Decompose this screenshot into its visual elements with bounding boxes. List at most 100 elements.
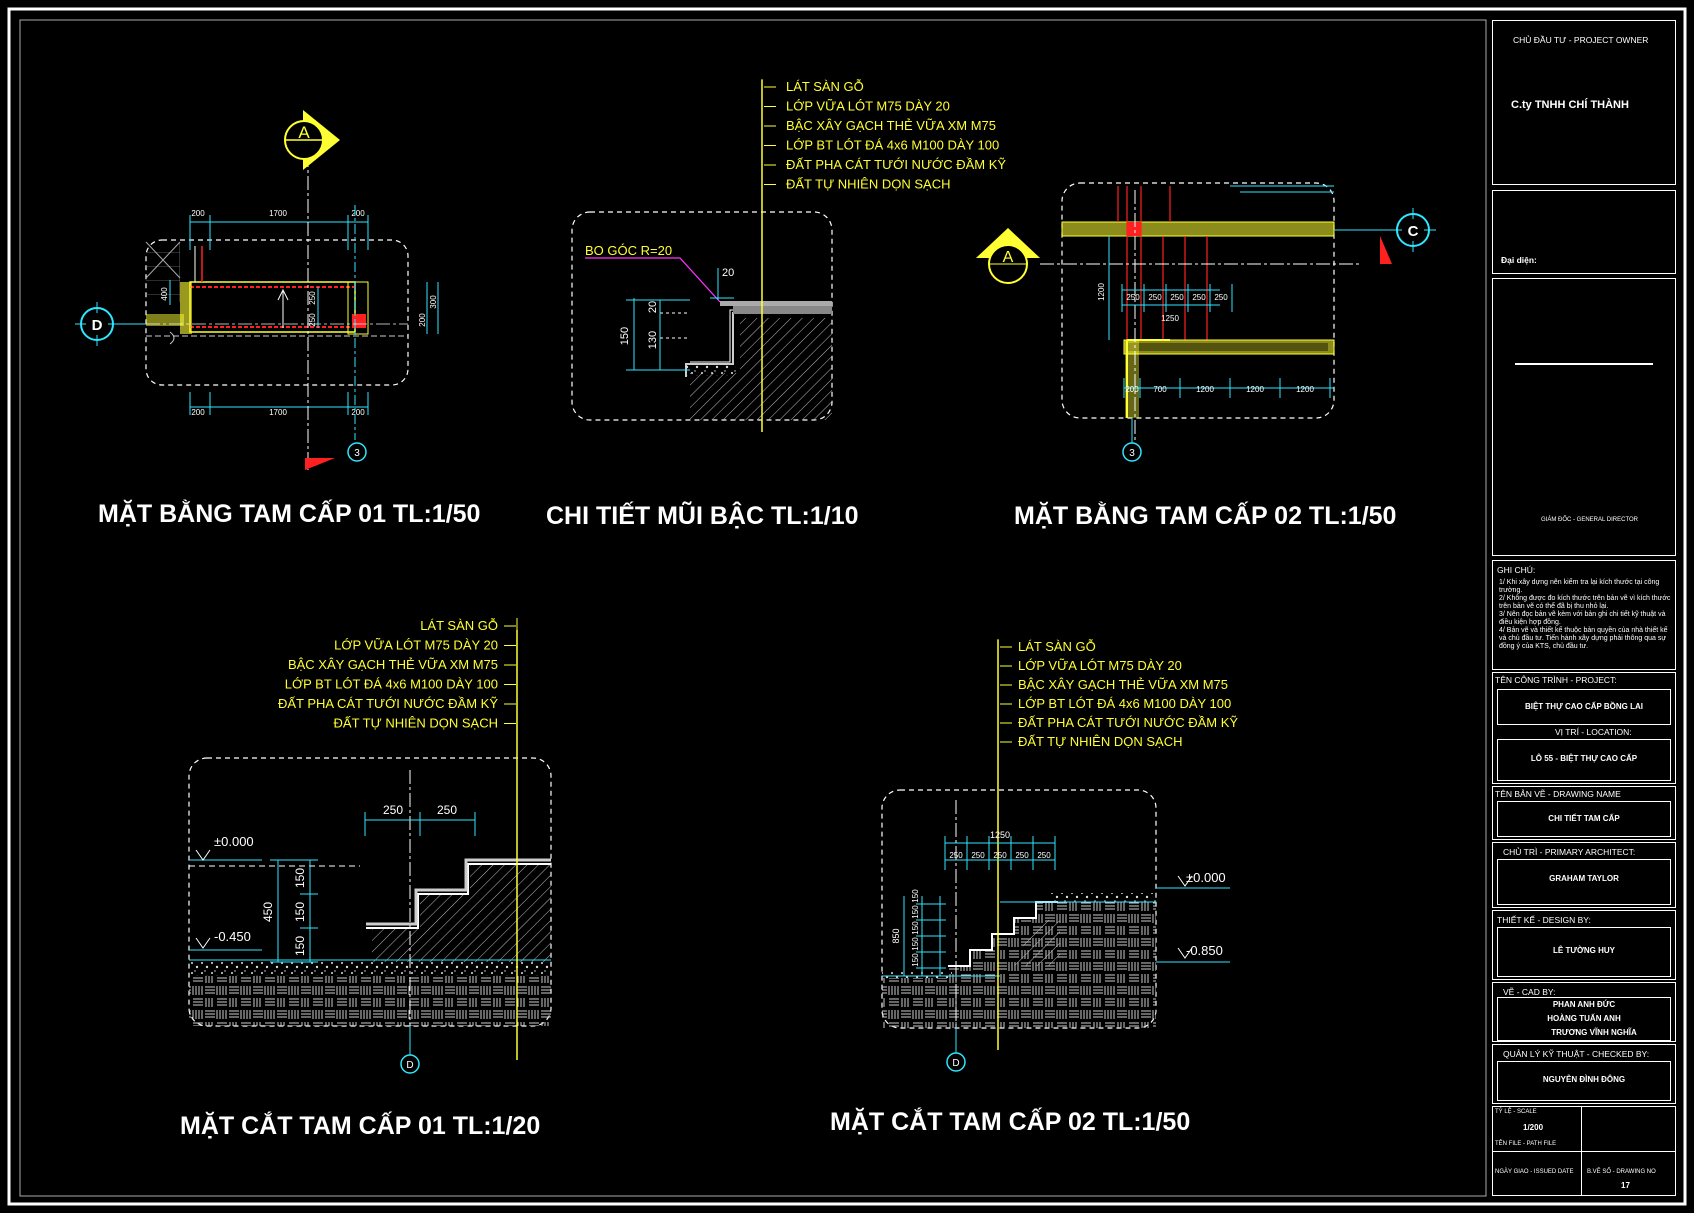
note-item-3: 4/ Bản vẽ và thiết kế thuộc bản quyền củ…: [1499, 627, 1668, 650]
s02-riser-3: 150: [911, 905, 920, 919]
checked-box: QUẢN LÝ KỸ THUẬT - CHECKED BY: NGUYỄN ĐÌ…: [1492, 1044, 1676, 1104]
layer-label-1: LỚP VỮA LÓT M75 DÀY 20: [1018, 658, 1182, 673]
dim-left-400: 400: [160, 287, 169, 301]
grid-marker-3-icon: 3: [347, 442, 367, 462]
detail-layer-list: LÁT SÀN GỖ LỚP VỮA LÓT M75 DÀY 20 BẬC XÂY …: [761, 79, 1006, 192]
marker-c-label: C: [1408, 223, 1419, 240]
project-field: BIỆT THỰ CAO CẤP BỒNG LAI: [1497, 689, 1671, 725]
layer-label-5: ĐẤT TỰ NHIÊN DỌN SẠCH: [334, 716, 498, 731]
location-label: VỊ TRÍ - LOCATION:: [1555, 727, 1632, 737]
s02-riser-2: 150: [911, 921, 920, 935]
grid-marker-d2-icon: D: [400, 1026, 420, 1074]
plan02-dim-1: 250: [1148, 293, 1162, 302]
checked-field: NGUYỄN ĐÌNH ĐÔNG: [1497, 1061, 1671, 1101]
cad-name-2: HOÀNG TUẤN ANH: [1547, 1014, 1621, 1023]
layer-label-3: LỚP BT LÓT ĐÁ 4x6 M100 DÀY 100: [285, 677, 498, 692]
owner-name: C.ty TNHH CHÍ THÀNH: [1511, 99, 1629, 111]
level-bottom: -0.450: [214, 929, 251, 944]
dim-1250: 1250: [1161, 314, 1179, 323]
layer-label-4: ĐẤT PHA CÁT TƯỚI NƯỚC ĐẦM KỸ: [278, 696, 498, 711]
note-item-1: 2/ Không được đo kích thước trên bản vẽ …: [1499, 595, 1671, 610]
scale-box: TỶ LỆ - SCALE 1/200 TÊN FILE - PATH FILE…: [1492, 1106, 1676, 1196]
title-section-01: MẶT CẮT TAM CẤP 01 TL:1/20: [180, 1112, 541, 1140]
dim-20-top: 20: [722, 267, 734, 279]
layer-label-4: ĐẤT PHA CÁT TƯỚI NƯỚC ĐẦM KỸ: [1018, 715, 1238, 730]
dim-inner-250-b: 250: [308, 313, 317, 327]
s02-riser-1: 150: [911, 937, 920, 951]
layer-label-0: LÁT SÀN GỖ: [420, 618, 498, 633]
plan02-bottom-dim-2: 1200: [1196, 385, 1214, 394]
plan02-dim-0: 250: [1126, 293, 1140, 302]
dim-20-side: 20: [647, 301, 659, 313]
dim-right-300: 300: [429, 295, 438, 309]
layer-label-1: LỚP VỮA LÓT M75 DÀY 20: [786, 99, 950, 114]
scale-value: 1/200: [1523, 1123, 1544, 1132]
project-name: BIỆT THỰ CAO CẤP BỒNG LAI: [1524, 702, 1644, 711]
design-box: THIẾT KẾ - DESIGN BY: LÊ TƯỜNG HUY: [1492, 910, 1676, 980]
s02-dim-4: 250: [1037, 851, 1051, 860]
title-plan-01: MẶT BẰNG TAM CẤP 01 TL:1/50: [98, 500, 481, 528]
project-label: TÊN CÔNG TRÌNH - PROJECT:: [1495, 675, 1617, 685]
dim-1700: 1700: [269, 209, 287, 218]
layer-label-2: BẬC XÂY GẠCH THẺ VỮA XM M75: [786, 118, 996, 133]
cad-name-3: TRƯƠNG VĨNH NGHĨA: [1551, 1028, 1637, 1037]
architect-name: GRAHAM TAYLOR: [1549, 874, 1619, 883]
drawing-name-field: CHI TIẾT TAM CẤP: [1497, 801, 1671, 837]
dim-bottom-200-left: 200: [191, 408, 205, 417]
marker-d2-label: D: [406, 1060, 413, 1071]
plan02-bottom-dim-3: 1200: [1246, 385, 1264, 394]
layer-label-5: ĐẤT TỰ NHIÊN DỌN SẠCH: [1018, 734, 1182, 749]
drawing-name-box: TÊN BẢN VẼ - DRAWING NAME CHI TIẾT TAM C…: [1492, 786, 1676, 840]
location-field: LÔ 55 - BIỆT THỰ CAO CẤP: [1497, 739, 1671, 781]
layer-label-4: ĐẤT PHA CÁT TƯỚI NƯỚC ĐẦM KỸ: [786, 157, 1006, 172]
layer-label-5: ĐẤT TỰ NHIÊN DỌN SẠCH: [786, 177, 950, 192]
layer-label-1: LỚP VỮA LÓT M75 DÀY 20: [334, 638, 498, 653]
dim-850: 850: [891, 928, 901, 943]
s02-dim-1: 250: [971, 851, 985, 860]
dim-150: 150: [619, 327, 631, 345]
dim-200-left: 200: [191, 209, 205, 218]
layer-label-0: LÁT SÀN GỖ: [786, 79, 864, 94]
notes-label: GHI CHÚ:: [1497, 565, 1536, 575]
section-marker-a2-icon: A: [976, 228, 1040, 284]
dim-130: 130: [647, 331, 659, 349]
marker-a-label: A: [298, 123, 310, 142]
rep-label: Đại diện:: [1501, 255, 1537, 265]
grid-marker-c-icon: C: [1390, 208, 1436, 252]
marker-3-label: 3: [354, 448, 360, 459]
drawing-no-value: 17: [1621, 1181, 1630, 1190]
section-marker-a-icon: A: [284, 110, 340, 170]
marker-a2-label: A: [1003, 249, 1014, 266]
s02-dim-0: 250: [949, 851, 963, 860]
layer-label-3: LỚP BT LÓT ĐÁ 4x6 M100 DÀY 100: [786, 138, 999, 153]
drawing-no-label: B.VẼ SỐ - DRAWING NO: [1587, 1169, 1656, 1175]
section-01: ±0.000 -0.450 250 250 450 150 150 150 LÁ…: [188, 618, 552, 1074]
marker-d3-label: D: [952, 1058, 959, 1069]
dim-right-200: 200: [418, 313, 427, 327]
project-box: TÊN CÔNG TRÌNH - PROJECT: BIỆT THỰ CAO C…: [1492, 672, 1676, 784]
drawing-name-label: TÊN BẢN VẼ - DRAWING NAME: [1495, 789, 1621, 799]
layer-label-3: LỚP BT LÓT ĐÁ 4x6 M100 DÀY 100: [1018, 696, 1231, 711]
owner-box: CHỦ ĐẦU TƯ - PROJECT OWNER C.ty TNHH CHÍ…: [1492, 20, 1676, 185]
cad-box: VẼ - CAD BY: PHAN ANH ĐỨC HOÀNG TUẤN ANH…: [1492, 982, 1676, 1042]
dim-450: 450: [261, 902, 275, 922]
dim-1200-left: 1200: [1097, 283, 1106, 301]
signature-box: GIÁM ĐỐC - GENERAL DIRECTOR: [1492, 278, 1676, 556]
note-item-0: 1/ Khi xây dựng nên kiểm tra lại kích th…: [1499, 579, 1660, 594]
designer-name: LÊ TƯỜNG HUY: [1553, 946, 1615, 955]
signature-line: [1515, 363, 1653, 365]
cad-label: VẼ - CAD BY:: [1503, 987, 1556, 997]
title-detail: CHI TIẾT MŨI BẬC TL:1/10: [546, 502, 859, 530]
design-label: THIẾT KẾ - DESIGN BY:: [1497, 915, 1591, 925]
title-plan-02: MẶT BẰNG TAM CẤP 02 TL:1/50: [1014, 502, 1397, 530]
architect-box: CHỦ TRÌ - PRIMARY ARCHITECT: GRAHAM TAYL…: [1492, 842, 1676, 908]
nosing-detail: BO GÓC R=20 20 150 130 20 LÁT SÀN GỖLỚP …: [571, 79, 1006, 432]
date-label: NGÀY GIAO - ISSUED DATE: [1495, 1169, 1574, 1175]
plan02-dim-4: 250: [1214, 293, 1228, 302]
location-name: LÔ 55 - BIỆT THỰ CAO CẤP: [1530, 754, 1638, 763]
dim-1250-s02: 1250: [990, 830, 1010, 840]
